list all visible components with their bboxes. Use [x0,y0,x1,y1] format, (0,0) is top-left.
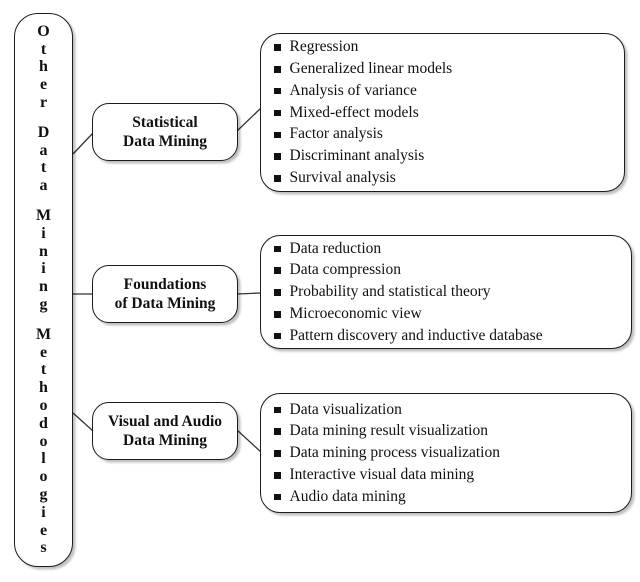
list-item-label: Survival analysis [289,168,396,186]
square-bullet-icon [274,311,281,318]
root-label-letter: g [39,296,48,313]
root-label-letter: M [35,207,52,225]
square-bullet-icon [274,332,281,340]
list-item-label: Data mining result visualization [289,422,488,440]
root-label-letter: r [39,94,48,112]
root-label-letter: e [39,76,48,94]
connector-foundations-to-items [236,292,262,295]
root-label-letter: n [39,278,48,296]
list-item-label: Analysis of variance [289,81,417,99]
category-node-foundations-of-data-mining: Foundations of Data Mining [92,265,238,323]
list-item-label: Regression [289,38,359,56]
connector-root-to-visual-audio [72,412,94,432]
square-bullet-icon [274,289,281,296]
list-item: Data reduction [274,238,623,260]
root-label-letter: D [37,123,50,141]
square-bullet-icon [274,66,281,73]
list-item: Factor analysis [274,123,616,145]
list-item-label: Interactive visual data mining [289,465,475,483]
root-label-letter: h [39,58,48,76]
list-item-label: Mixed-effect models [289,103,419,121]
root-label-letter: M [35,325,52,343]
root-label-letter: O [37,22,50,40]
square-bullet-icon [274,131,281,139]
list-item: Survival analysis [274,167,616,189]
square-bullet-icon [274,245,281,253]
category-node-statistical-data-mining: Statistical Data Mining [92,103,238,161]
root-label-letter: t [40,159,47,177]
square-bullet-icon [274,450,281,457]
connector-visual-audio-to-items [236,429,262,453]
list-item-label: Factor analysis [289,125,383,143]
list-item: Data compression [274,259,623,281]
list-item-label: Discriminant analysis [289,147,425,165]
square-bullet-icon [274,175,281,182]
list-item: Probability and statistical theory [274,281,623,303]
list-item: Audio data mining [274,486,623,508]
root-label-letter: d [39,414,48,432]
list-item: Data mining process visualization [274,442,623,464]
root-label-letter: o [39,468,48,486]
list-item: Interactive visual data mining [274,464,623,486]
root-label-letter: i [41,503,46,521]
list-item-label: Audio data mining [289,487,406,505]
square-bullet-icon [274,109,281,117]
list-item: Generalized linear models [274,58,616,80]
list-item-label: Data mining process visualization [289,444,501,462]
square-bullet-icon [274,493,281,501]
list-item: Analysis of variance [274,80,616,102]
square-bullet-icon [274,428,281,435]
root-label-letter: s [40,539,47,557]
root-label-letter: n [39,242,48,260]
root-label-letter: t [40,40,47,58]
root-label-letter: g [39,485,48,503]
root-label-letter: a [39,177,48,195]
square-bullet-icon [274,267,281,274]
square-bullet-icon [274,472,281,479]
list-item-label: Microeconomic view [289,304,422,322]
connector-root-to-statistical [72,132,94,155]
root-label-letter: i [41,260,46,278]
list-item: Microeconomic view [274,303,623,325]
square-bullet-icon [274,406,281,414]
root-label-letter: t [40,361,47,379]
root-label-letter: e [39,521,48,539]
list-item-label: Data visualization [289,400,402,418]
root-label-letter: i [41,224,46,242]
root-label-letter: a [39,141,48,159]
list-item: Discriminant analysis [274,145,616,167]
category-node-visual-and-audio-data-mining: Visual and Audio Data Mining [92,402,238,460]
list-item: Mixed-effect models [274,102,616,124]
connector-statistical-to-items [236,107,262,132]
root-label-letter: o [39,432,48,450]
square-bullet-icon [274,87,281,95]
list-item: Regression [274,36,616,58]
square-bullet-icon [274,44,281,51]
list-item-label: Pattern discovery and inductive database [289,326,543,344]
square-bullet-icon [274,153,281,160]
list-item: Data visualization [274,399,623,421]
list-item: Pattern discovery and inductive database [274,325,623,347]
list-item: Data mining result visualization [274,420,623,442]
root-label-letter: l [41,450,46,468]
list-item-label: Data reduction [289,239,382,257]
list-item-label: Generalized linear models [289,60,453,77]
list-item-label: Probability and statistical theory [289,283,491,301]
root-label-letter: o [39,396,48,414]
root-label-letter: e [39,343,48,361]
list-item-label: Data compression [289,261,401,279]
root-label-letter: h [39,379,48,397]
